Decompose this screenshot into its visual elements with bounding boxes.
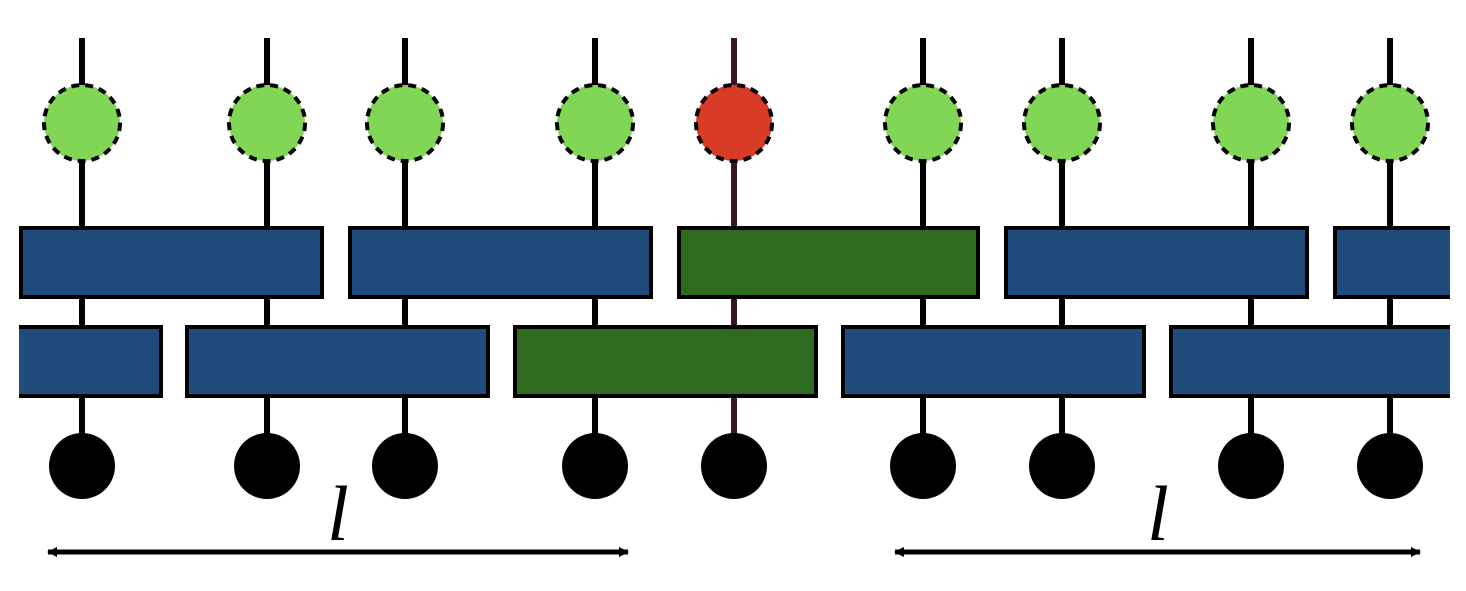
green-node-3: [365, 83, 445, 163]
green-node-6: [883, 83, 963, 163]
bottom-block-2: [185, 325, 490, 398]
bottom-block-1: [0, 325, 163, 398]
green-node-9: [1350, 83, 1430, 163]
black-node-5: [701, 433, 767, 499]
green-node-8: [1211, 83, 1291, 163]
green-node-1: [42, 83, 122, 163]
black-node-4: [562, 433, 628, 499]
right-arrow-label: l: [1147, 470, 1169, 557]
green-node-7: [1022, 83, 1102, 163]
block-row-top: [19, 226, 1466, 299]
bottom-block-4: [841, 325, 1146, 398]
black-node-1: [49, 433, 115, 499]
top-block-4: [1004, 226, 1309, 299]
bottom-node-row: [49, 433, 1423, 499]
red-node: [694, 83, 774, 163]
black-node-8: [1218, 433, 1284, 499]
left-edge-mask: [0, 320, 19, 400]
top-block-2: [348, 226, 653, 299]
black-node-6: [890, 433, 956, 499]
black-node-7: [1029, 433, 1095, 499]
black-node-3: [372, 433, 438, 499]
left-arrow-label: l: [327, 470, 349, 557]
length-arrow-left: l: [47, 470, 629, 557]
length-arrow-right: l: [894, 470, 1421, 557]
black-node-2: [234, 433, 300, 499]
black-node-9: [1357, 433, 1423, 499]
green-node-4: [555, 83, 635, 163]
top-block-1: [19, 226, 324, 299]
right-edge-mask: [1450, 220, 1466, 405]
block-row-bottom: [0, 325, 1466, 398]
top-node-row: [42, 83, 1430, 163]
bottom-block-5: [1169, 325, 1466, 398]
top-block-3-green: [677, 226, 980, 299]
bottom-block-3-green: [513, 325, 818, 398]
green-node-2: [227, 83, 307, 163]
top-block-5: [1333, 226, 1466, 299]
